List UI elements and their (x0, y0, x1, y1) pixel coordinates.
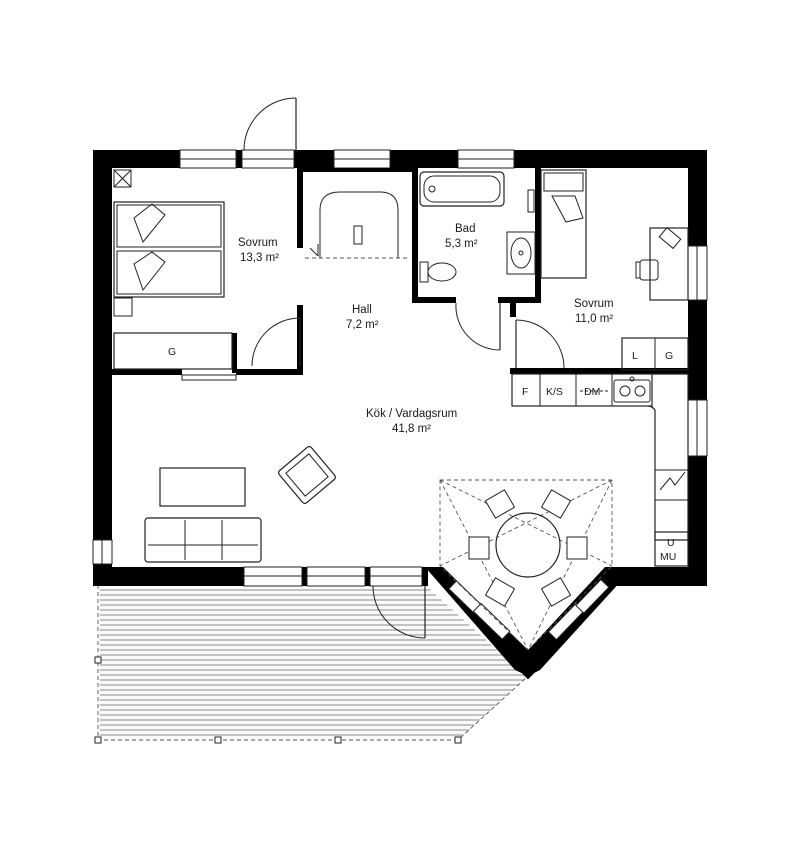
dishwasher-label: DM (584, 386, 600, 398)
nightstand (113, 297, 133, 317)
wardrobe-l-label: L (632, 350, 638, 362)
bedroom-1: G Sovrum 13,3 m² (113, 169, 279, 381)
room-area-sovrum-1: 13,3 m² (240, 252, 279, 264)
wardrobe-2: L G (621, 337, 689, 371)
room-name-kok: Kök / Vardagsrum (366, 408, 457, 420)
interior-walls (112, 168, 688, 375)
deck-posts (94, 656, 462, 744)
coat-rack (319, 191, 399, 258)
doors (243, 97, 565, 639)
desk (635, 226, 689, 301)
room-name-bad: Bad (455, 223, 475, 235)
room-area-sovrum-2: 11,0 m² (575, 313, 613, 325)
deck (94, 585, 528, 744)
wardrobe-1: G (113, 332, 233, 370)
sink (506, 231, 536, 275)
hall: Hall 7,2 m² (309, 191, 399, 331)
wardrobe-label: G (168, 346, 176, 358)
room-name-sovrum-1: Sovrum (238, 237, 278, 249)
sofa (144, 517, 262, 563)
kitchen-counter: F K/S DM U MU (511, 373, 689, 567)
kitchen-living: F K/S DM U MU (144, 373, 689, 651)
fridge-freezer-label: K/S (546, 386, 563, 398)
wardrobe-g-label: G (665, 350, 673, 362)
bedroom-2: L G Sovrum 11,0 m² (540, 169, 689, 371)
single-bed (540, 169, 587, 279)
room-name-hall: Hall (352, 304, 372, 316)
toilet (419, 261, 457, 283)
double-bed (113, 201, 225, 298)
chimney-icon (113, 169, 132, 188)
room-area-bad: 5,3 m² (445, 238, 478, 250)
dining-area (439, 479, 613, 651)
kitchen-sink (613, 379, 651, 403)
room-area-hall: 7,2 m² (346, 319, 379, 331)
oven-label-mu: MU (660, 551, 676, 563)
coffee-table (159, 467, 246, 507)
chair (639, 259, 659, 281)
radiator (181, 374, 237, 381)
oven-label-u: U (667, 537, 675, 549)
room-name-sovrum-2: Sovrum (574, 298, 614, 310)
bathroom: Bad 5,3 m² (419, 171, 536, 283)
dining-table (495, 512, 561, 578)
towel-rack (527, 189, 535, 213)
windows (92, 149, 708, 641)
armchair (278, 446, 336, 504)
dining-chairs (468, 489, 588, 607)
room-area-kok: 41,8 m² (392, 423, 431, 435)
bathtub (419, 171, 505, 207)
deck-boards (100, 589, 525, 736)
fridge-label: F (522, 386, 528, 398)
